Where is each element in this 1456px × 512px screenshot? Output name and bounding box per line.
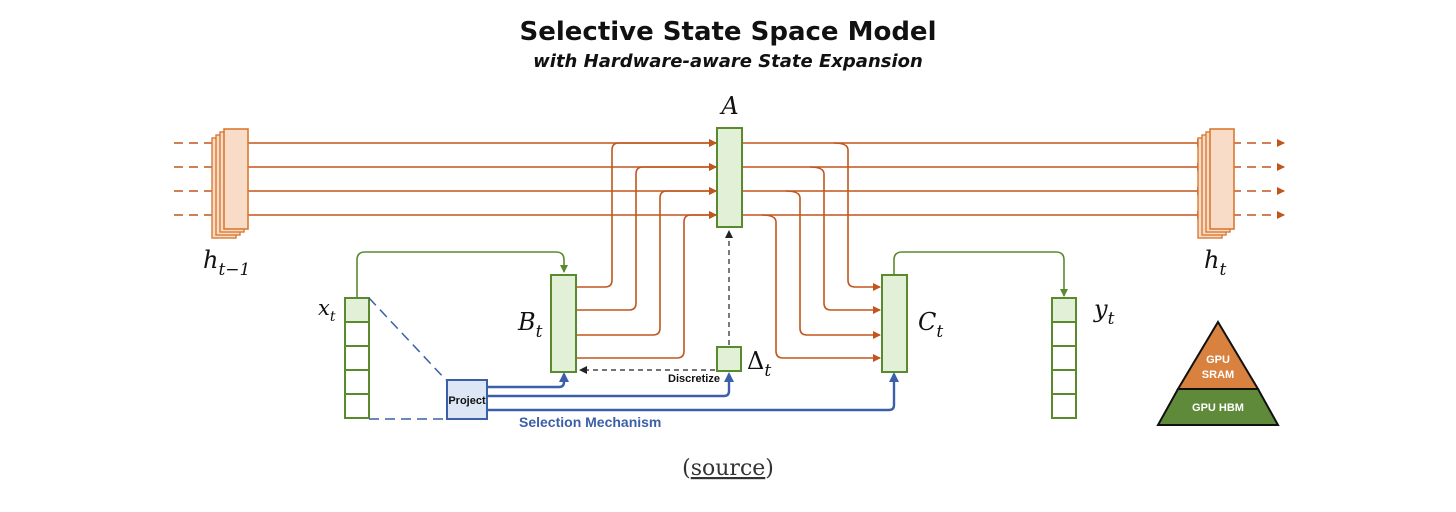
project-box xyxy=(446,379,488,420)
gpu-sram-label-1: GPU xyxy=(1206,354,1230,366)
x-vector xyxy=(344,297,370,419)
h-prev-label: ht−1 xyxy=(203,246,250,280)
a-label: A xyxy=(719,92,738,120)
diagram-title: Selective State Space Model xyxy=(520,17,937,47)
c-to-y-arrow xyxy=(893,251,1068,297)
gpu-hbm-tier xyxy=(1156,388,1280,426)
b-label: Bt xyxy=(517,308,543,342)
gpu-sram-label-2: SRAM xyxy=(1202,369,1234,381)
selection-mechanism-label: Selection Mechanism xyxy=(519,414,661,430)
y-vector xyxy=(1051,297,1077,419)
y-label: yt xyxy=(1093,295,1115,329)
source-link[interactable]: source xyxy=(691,456,766,481)
c-label: Ct xyxy=(918,308,943,342)
delta-label: Δt xyxy=(747,347,771,381)
b-to-state-3 xyxy=(576,187,717,336)
state-to-c-1 xyxy=(833,142,881,291)
source-caption: (source) xyxy=(682,456,774,481)
h-next-stack xyxy=(1197,128,1235,239)
b-to-state-4 xyxy=(576,211,717,359)
select-to-b-arrow xyxy=(488,372,569,389)
x-to-b-arrow xyxy=(356,251,568,297)
c-matrix-box xyxy=(881,274,908,373)
gpu-hbm-label: GPU HBM xyxy=(1192,402,1244,414)
project-dash-top xyxy=(368,297,447,381)
select-to-c-arrow xyxy=(488,372,899,412)
state-to-c-2 xyxy=(809,166,881,314)
select-to-delta-arrow xyxy=(488,372,734,398)
x-label: xt xyxy=(318,296,336,325)
h-next-label: ht xyxy=(1204,246,1226,280)
b-to-state-2 xyxy=(576,163,717,311)
state-to-c-3 xyxy=(785,190,881,339)
gpu-memory-pyramid: GPU SRAM GPU HBM xyxy=(1156,320,1280,426)
b-matrix-box xyxy=(550,274,577,373)
b-to-state-1 xyxy=(576,139,717,288)
discretize-label: Discretize xyxy=(668,373,720,385)
state-to-c-4 xyxy=(761,214,881,362)
project-label: Project xyxy=(448,395,486,407)
h-prev-stack xyxy=(211,128,249,239)
diagram-subtitle: with Hardware-aware State Expansion xyxy=(533,51,923,72)
delta-box xyxy=(716,346,742,372)
state-lines xyxy=(174,139,1285,362)
a-matrix-box xyxy=(716,127,743,228)
